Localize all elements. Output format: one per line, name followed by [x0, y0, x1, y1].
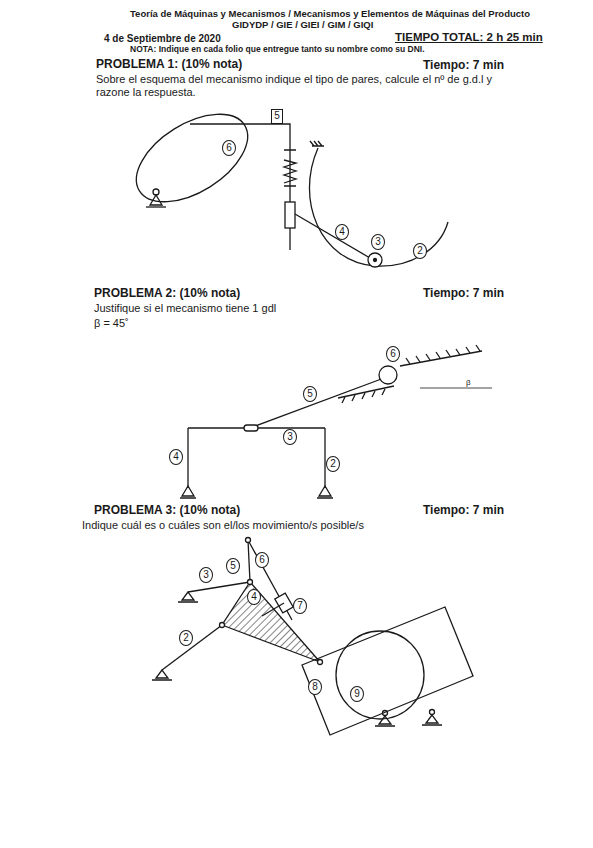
callout-number: 4 [247, 589, 261, 605]
callout-text: 5 [230, 561, 236, 571]
callout-text: 6 [259, 555, 265, 565]
callout-text: 3 [375, 237, 381, 247]
callout-text: 6 [226, 143, 232, 153]
callout-number: 3 [199, 567, 213, 583]
callout-number: 6 [255, 552, 269, 568]
callout-number: 3 [283, 429, 297, 445]
problem-statement: Justifique si el mecanismo tiene 1 gdl [94, 302, 276, 315]
callout-number: 4 [169, 449, 183, 465]
callout-text: 2 [417, 246, 423, 256]
callout-text: 9 [354, 689, 360, 699]
callout-text: 5 [307, 389, 313, 399]
problem-heading: PROBLEMA 1: (10% nota) [96, 58, 242, 72]
callout-number: 2 [413, 243, 427, 259]
total-time: TIEMPO TOTAL: 2 h 25 min [395, 31, 543, 44]
callout-number: 7 [293, 598, 307, 614]
problem-statement: Sobre el esquema del mecanismo indique e… [96, 73, 516, 98]
note: NOTA: Indique en cada folio que entregue… [130, 45, 425, 55]
course-title: Teoría de Máquinas y Mecanismos / Mecani… [130, 8, 530, 19]
callout-text: 6 [390, 349, 396, 359]
callout-text: 4 [251, 592, 257, 602]
problem-time: Tiempo: 7 min [423, 287, 504, 301]
callout-text: 3 [203, 570, 209, 580]
callout-number: 8 [308, 679, 322, 695]
callout-number: 5 [303, 386, 317, 402]
problem-statement: Indique cuál es o cuáles son el/los movi… [82, 519, 364, 532]
problem-time: Tiempo: 7 min [423, 59, 504, 73]
callout-text: 4 [173, 452, 179, 462]
callout-text: 2 [183, 633, 189, 643]
callout-text: 5 [274, 111, 280, 121]
callout-number: 6 [222, 140, 236, 156]
angle-value: β = 45˚ [94, 317, 129, 330]
callout-number: 5 [226, 558, 240, 574]
callout-number: 5 [271, 109, 284, 124]
problem-heading: PROBLEMA 2: (10% nota) [94, 287, 240, 301]
angle-symbol: β [466, 378, 471, 387]
callout-text: 2 [330, 459, 336, 469]
callout-text: 3 [287, 432, 293, 442]
problem3-drawing [152, 538, 473, 736]
callout-number: 6 [386, 346, 400, 362]
exam-date: 4 de Septiembre de 2020 [104, 33, 221, 45]
problem2-drawing [180, 345, 492, 498]
callout-text: 8 [312, 682, 318, 692]
callout-text: 4 [339, 227, 345, 237]
callout-number: 3 [371, 234, 385, 250]
problem1-drawing [121, 96, 448, 267]
callout-text: 7 [297, 601, 303, 611]
program-code: GIDYDP / GIE / GIEI / GIM / GIQI [232, 20, 373, 31]
callout-number: 4 [335, 224, 349, 240]
problem-time: Tiempo: 7 min [423, 504, 504, 518]
problem-heading: PROBLEMA 3: (10% nota) [94, 504, 240, 518]
callout-number: 2 [326, 456, 340, 472]
callout-number: 2 [179, 630, 193, 646]
callout-number: 9 [350, 686, 364, 702]
